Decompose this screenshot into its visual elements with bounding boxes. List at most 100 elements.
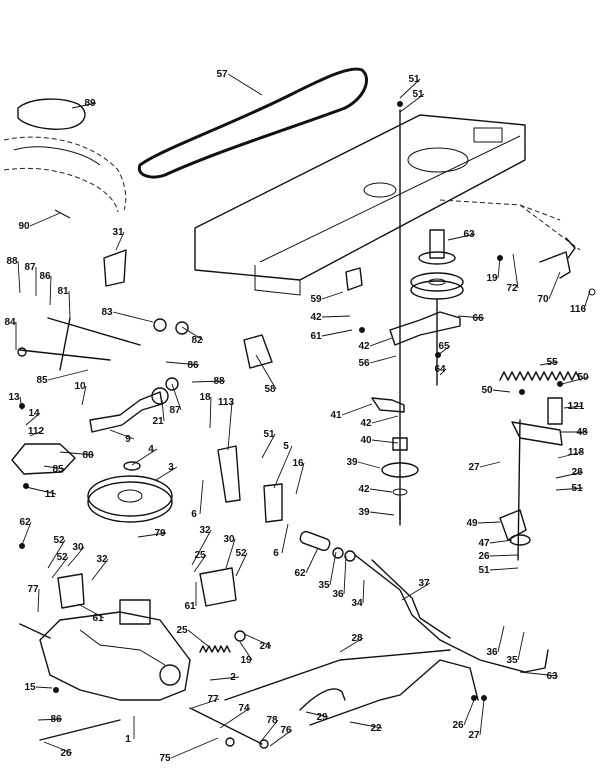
bracket-31 (103, 249, 127, 287)
callout-label: 5 (283, 441, 289, 452)
callout-label: 50 (481, 385, 493, 396)
leader-line (43, 465, 65, 470)
callout-label: 31 (112, 227, 124, 238)
callout-label: 51 (263, 429, 275, 440)
leader-line (29, 212, 61, 227)
spring-55 (499, 371, 581, 381)
callout-label: 121 (568, 401, 585, 412)
leader-line (357, 461, 381, 469)
callout-label: 50 (577, 372, 589, 383)
leader-line (479, 461, 501, 468)
leader-line (112, 311, 154, 323)
callout-label: 118 (568, 447, 585, 458)
spring-25 (199, 645, 231, 653)
callout-label: 28 (351, 633, 363, 644)
bracket-61-left (57, 573, 85, 609)
leader-line (583, 290, 591, 310)
callout-label: 18 (199, 392, 211, 403)
callout-label: 72 (506, 283, 518, 294)
leader-line (161, 399, 165, 422)
handle-62 (299, 530, 331, 552)
callout-label: 24 (259, 641, 271, 652)
leader-line (295, 462, 305, 495)
leader-line (281, 523, 289, 554)
leader-line (209, 396, 212, 429)
leader-line (447, 233, 476, 241)
bracket-61-right (199, 567, 237, 607)
leader-line (489, 554, 519, 557)
callout-label: 62 (19, 517, 31, 528)
left-linkage (17, 317, 189, 391)
callout-label: 59 (310, 294, 322, 305)
leader-line (171, 383, 182, 411)
shift-lever (89, 391, 163, 433)
callout-label: 80 (82, 450, 94, 461)
callout-label: 76 (280, 725, 292, 736)
callout-label: 36 (486, 647, 498, 658)
leader-line (457, 315, 485, 319)
leader-line (47, 369, 89, 381)
callout-label: 55 (546, 357, 558, 368)
leader-line (243, 633, 272, 647)
leader-line (25, 412, 41, 426)
leader-line (497, 257, 501, 279)
callout-label: 15 (24, 682, 36, 693)
leader-line (191, 698, 220, 709)
leader-line (321, 315, 351, 318)
callout-label: 88 (213, 376, 225, 387)
callout-label: 2 (230, 672, 236, 683)
tractor-frame (194, 114, 581, 296)
callout-label: 89 (84, 98, 96, 109)
callout-label: 11 (45, 489, 56, 500)
leader-line (369, 488, 393, 493)
callout-label: 52 (235, 548, 247, 559)
leader-line (235, 552, 248, 577)
leader-line (399, 93, 425, 113)
leader-line (517, 631, 525, 661)
rod-28 (224, 649, 451, 701)
callout-label: 61 (92, 613, 104, 624)
callout-label: 56 (358, 358, 370, 369)
transaxle (19, 599, 191, 741)
callout-label: 74 (238, 703, 250, 714)
callout-label: 39 (346, 457, 358, 468)
callout-label: 63 (463, 229, 475, 240)
callout-label: 81 (57, 286, 69, 297)
callout-label: 116 (570, 304, 587, 315)
leader-line (555, 487, 584, 491)
leader-line (47, 539, 66, 569)
callout-label: 35 (318, 580, 330, 591)
callout-label: 14 (28, 408, 40, 419)
leader-line (261, 719, 279, 741)
callout-label: 61 (310, 331, 322, 342)
callout-label: 42 (358, 341, 370, 352)
rod-70 (539, 251, 571, 279)
callout-label: 41 (330, 410, 342, 421)
callout-label: 82 (191, 335, 203, 346)
callout-label: 75 (159, 753, 171, 764)
leader-line (170, 737, 219, 759)
rod-22 (309, 659, 479, 726)
leader-line (343, 555, 347, 595)
leader-line (37, 718, 63, 721)
leader-line (81, 385, 87, 406)
leader-line (219, 707, 251, 729)
callout-label: 25 (176, 625, 188, 636)
callout-label: 87 (24, 262, 36, 273)
callout-label: 61 (184, 601, 196, 612)
leader-line (489, 539, 513, 544)
callout-label: 77 (27, 584, 39, 595)
callout-label: 51 (478, 565, 490, 576)
plate-80 (11, 443, 76, 475)
rod-74 (189, 707, 263, 745)
leader-line (369, 511, 395, 516)
callout-label: 42 (360, 418, 372, 429)
leader-line (109, 429, 135, 440)
callout-label: 32 (199, 525, 211, 536)
callout-label: 63 (546, 671, 558, 682)
callout-label: 30 (223, 534, 235, 545)
leader-line (497, 625, 505, 653)
leader-line (77, 603, 105, 619)
callout-label: 37 (418, 578, 430, 589)
